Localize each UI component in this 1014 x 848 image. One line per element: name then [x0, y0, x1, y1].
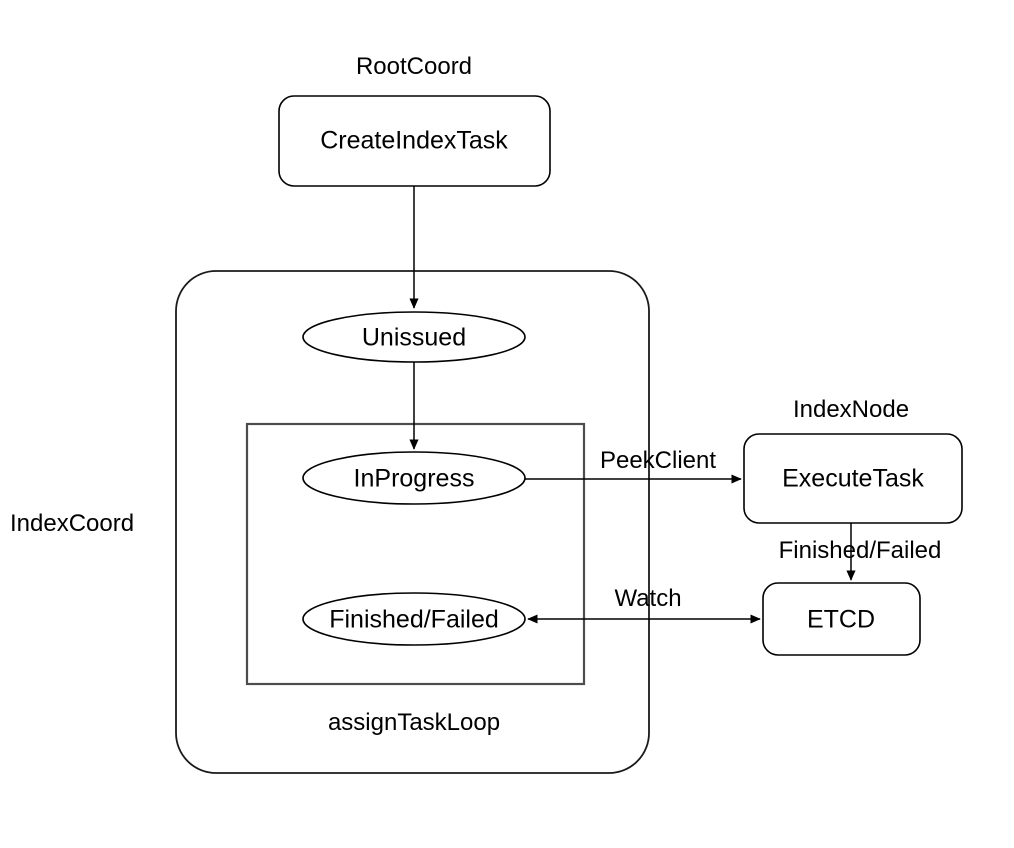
node-etcd-shape[interactable]	[762, 582, 921, 656]
node-finished-failed-shape[interactable]	[302, 592, 526, 646]
group-label-assigntaskloop: assignTaskLoop	[327, 709, 501, 736]
group-assigntaskloop-boundary	[245, 422, 586, 686]
group-label-indexcoord: IndexCoord	[10, 510, 135, 537]
group-label-rootcoord: RootCoord	[355, 53, 473, 80]
node-unissued-shape[interactable]	[302, 311, 526, 363]
edge-label-watch: Watch	[614, 585, 682, 612]
node-create-index-task-shape[interactable]	[278, 95, 551, 187]
group-indexcoord-boundary	[175, 270, 650, 774]
node-in-progress-shape[interactable]	[302, 451, 526, 505]
edge-label-peekclient: PeekClient	[599, 447, 717, 474]
edge-label-finished-failed: Finished/Failed	[778, 537, 942, 564]
node-execute-task-shape[interactable]	[743, 433, 963, 524]
group-label-indexnode: IndexNode	[792, 396, 910, 423]
